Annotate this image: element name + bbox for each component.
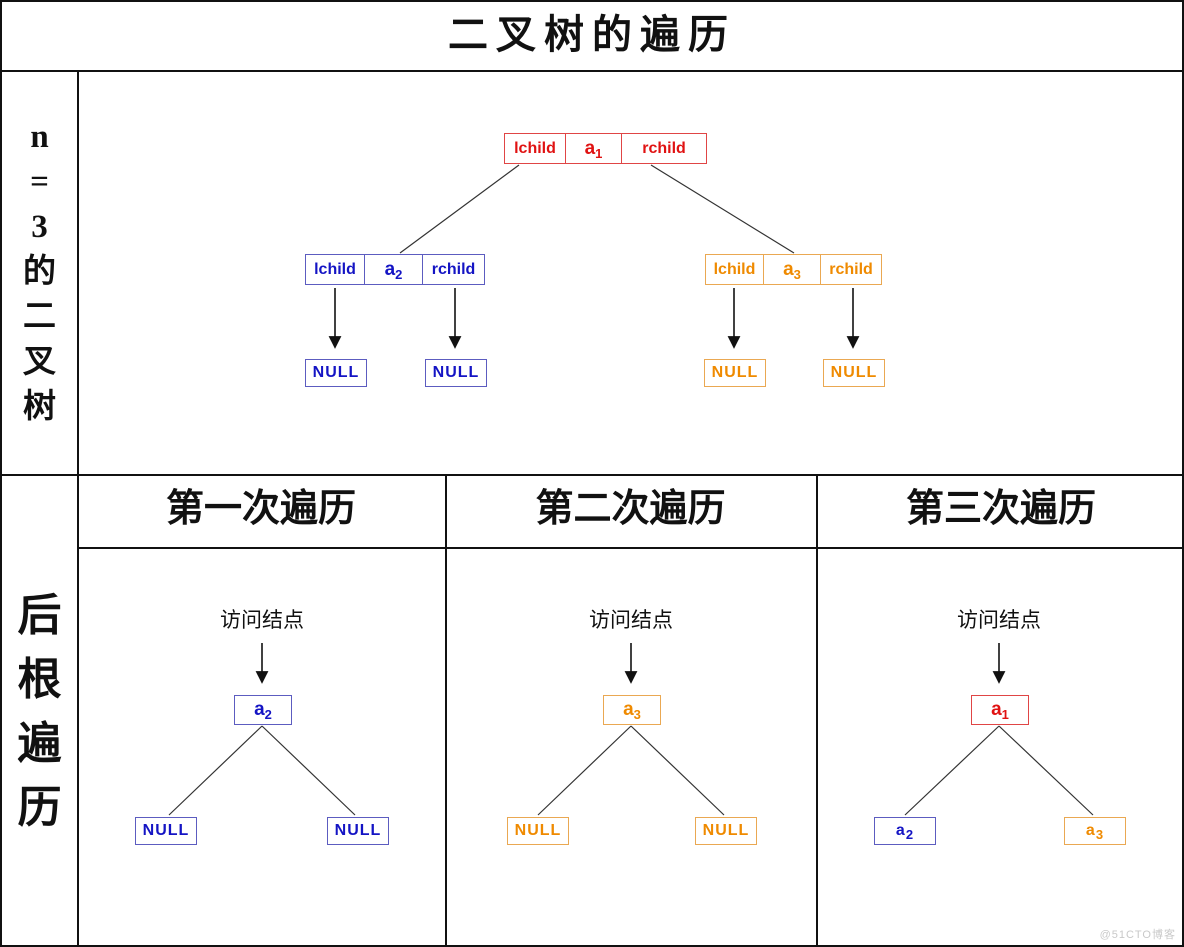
- sidebar-label-postorder-traversal: 后 根 遍 历: [2, 476, 77, 945]
- edge-col2-right: [630, 725, 725, 816]
- rchild-cell: rchild: [422, 255, 484, 284]
- child-value: NULL: [514, 822, 562, 839]
- sidebar-char: 根: [17, 654, 62, 704]
- watermark-51cto: @51CTO博客: [1099, 929, 1176, 941]
- child-box-null: NULL: [695, 817, 757, 845]
- node-subscript: 2: [264, 707, 272, 722]
- sidebar-char: 树: [23, 388, 56, 425]
- null-box: NULL: [305, 359, 367, 387]
- node-subscript: 3: [793, 267, 801, 282]
- sidebar-label-n3-binary-tree: n = 3 的 二 叉 树: [2, 70, 77, 474]
- rchild-cell: rchild: [820, 255, 881, 284]
- node-subscript: 1: [595, 146, 603, 161]
- sidebar-char: 历: [17, 782, 62, 832]
- sidebar-char: 后: [17, 590, 62, 640]
- node-value: a: [584, 138, 596, 159]
- edge-root-to-a3: [650, 164, 795, 254]
- visit-node-label: 访问结点: [589, 608, 673, 632]
- child-box-a3: a3: [1064, 817, 1126, 845]
- edge-col1-right: [261, 725, 356, 816]
- child-value: NULL: [702, 822, 750, 839]
- column-header-second-pass: 第二次遍历: [535, 488, 726, 530]
- column-header-third-pass: 第三次遍历: [905, 488, 1096, 530]
- node-subscript: 1: [1001, 707, 1009, 722]
- node-value: a: [384, 259, 396, 280]
- edge-col3-right: [998, 725, 1094, 816]
- edge-col1-left: [168, 725, 263, 816]
- node-subscript: 3: [633, 707, 641, 722]
- sidebar-char: 的: [23, 253, 56, 290]
- child-box-null: NULL: [507, 817, 569, 845]
- sidebar-char: 3: [31, 208, 48, 245]
- tree-node-a3: lchild a3 rchild: [705, 254, 882, 285]
- null-box: NULL: [704, 359, 766, 387]
- column-header-first-pass: 第一次遍历: [165, 488, 356, 530]
- child-value: NULL: [142, 822, 190, 839]
- border-col2-col3: [816, 474, 818, 945]
- child-value: a: [895, 822, 906, 839]
- lchild-cell: lchild: [314, 261, 356, 278]
- node-value: a: [254, 699, 265, 720]
- child-box-a2: a2: [874, 817, 936, 845]
- lchild-cell: lchild: [713, 261, 756, 278]
- node-value: a: [783, 259, 794, 280]
- child-box-null: NULL: [327, 817, 389, 845]
- border-under-title: [2, 70, 1182, 72]
- child-box-null: NULL: [135, 817, 197, 845]
- visit-node-label: 访问结点: [220, 608, 304, 632]
- node-value-cell: a2: [364, 255, 422, 284]
- sidebar-char: n: [30, 118, 49, 155]
- sidebar-char: 叉: [23, 343, 56, 380]
- tree-node-a2: lchild a2 rchild: [305, 254, 485, 285]
- rchild-cell: rchild: [621, 134, 706, 163]
- node-value-cell: a3: [763, 255, 820, 284]
- visited-node-a2: a2: [234, 695, 292, 725]
- tree-node-a1: lchild a1 rchild: [504, 133, 707, 164]
- sidebar-char: =: [30, 163, 49, 200]
- lchild-cell: lchild: [514, 140, 556, 157]
- visited-node-a3: a3: [603, 695, 661, 725]
- null-box: NULL: [823, 359, 885, 387]
- visited-node-a1: a1: [971, 695, 1029, 725]
- null-box: NULL: [425, 359, 487, 387]
- visit-node-label: 访问结点: [957, 608, 1041, 632]
- sidebar-char: 遍: [17, 718, 62, 768]
- border-mid-section: [2, 474, 1182, 476]
- edge-col3-left: [904, 725, 1000, 816]
- node-value: a: [991, 699, 1002, 720]
- border-sidebar: [77, 70, 79, 945]
- node-value-cell: a1: [565, 134, 621, 163]
- node-subscript: 2: [395, 267, 403, 282]
- child-value: a: [1085, 822, 1096, 839]
- child-value: NULL: [334, 822, 382, 839]
- border-under-headers: [77, 547, 1182, 549]
- edge-root-to-a2: [399, 164, 520, 254]
- node-value: a: [623, 699, 634, 720]
- sidebar-char: 二: [23, 298, 56, 335]
- child-subscript: 2: [905, 827, 915, 842]
- border-col1-col2: [445, 474, 447, 945]
- edge-col2-left: [537, 725, 632, 816]
- page-title: 二叉树的遍历: [448, 12, 736, 57]
- child-subscript: 3: [1095, 827, 1105, 842]
